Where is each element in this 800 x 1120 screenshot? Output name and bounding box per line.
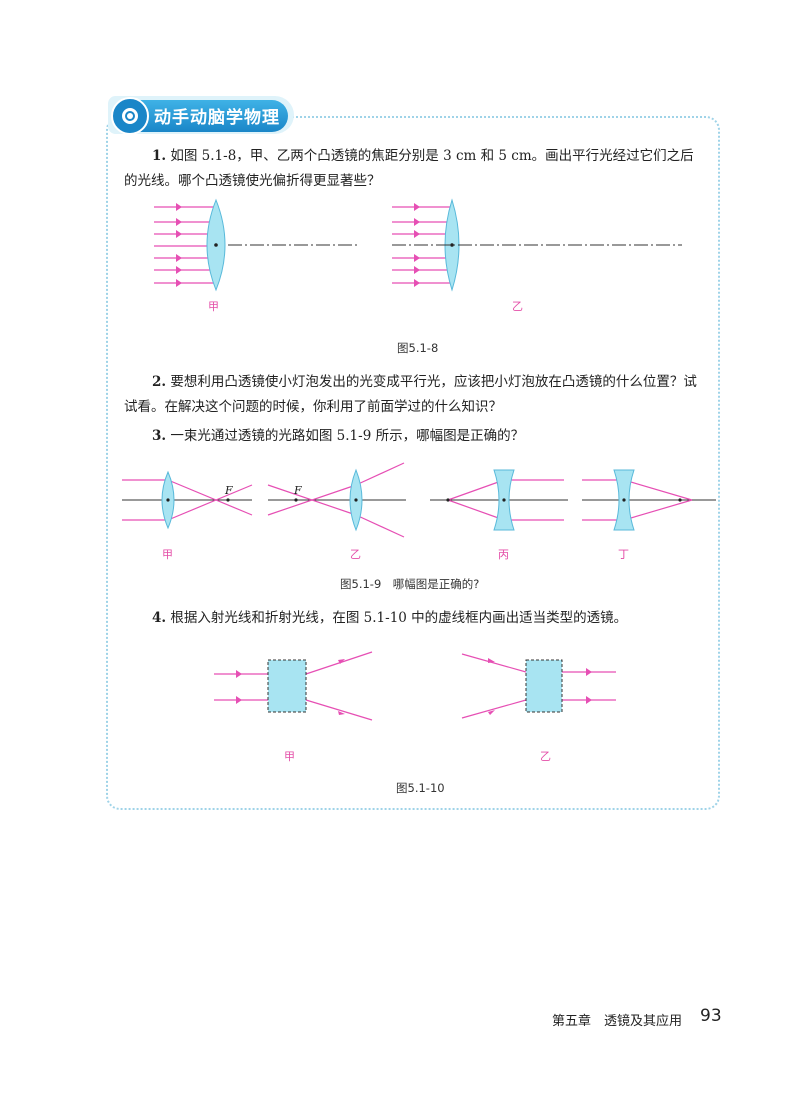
target-icon-ring: [122, 108, 138, 124]
question-3: 3. 一束光通过透镜的光路如图 5.1-9 所示，哪幅图是正确的？: [124, 424, 706, 449]
fig1-yi-center: [450, 243, 454, 247]
question-2-number: 2.: [152, 374, 167, 390]
section-panel: [106, 116, 720, 810]
question-1: 1. 如图 5.1-8，甲、乙两个凸透镜的焦距分别是 3 cm 和 5 cm。画…: [124, 144, 706, 194]
section-title: 动手动脑学物理: [154, 108, 280, 128]
fig1-jia-rays: [154, 203, 216, 287]
fig2-ding: [582, 469, 716, 531]
fig3-caption: 图5.1-10: [396, 781, 445, 795]
target-icon: [111, 97, 149, 135]
fig1-label-jia: 甲: [208, 300, 219, 313]
fig2-label-jia: 甲: [162, 548, 173, 561]
fig1-yi-rays: [392, 203, 452, 287]
fig2-caption: 图5.1-9 哪幅图是正确的?: [340, 577, 480, 591]
fig2-yi: [267, 462, 406, 538]
fig2-focus-label-jia: F: [225, 484, 233, 497]
question-3-number: 3.: [152, 428, 167, 444]
fig3-jia: [214, 651, 373, 721]
question-2-text: 要想利用凸透镜使小灯泡发出的光变成平行光，应该把小灯泡放在凸透镜的什么位置？试试…: [124, 374, 697, 415]
question-1-number: 1.: [152, 148, 167, 164]
chapter-footer: 第五章 透镜及其应用: [552, 1014, 683, 1029]
fig2-label-bing: 丙: [498, 548, 509, 561]
fig2-label-yi: 乙: [350, 548, 361, 561]
target-icon-dot: [127, 113, 133, 119]
fig1-jia-center: [214, 243, 218, 247]
fig1-label-yi: 乙: [512, 300, 523, 313]
fig2-label-ding: 丁: [618, 548, 629, 561]
question-4-text: 根据入射光线和折射光线，在图 5.1-10 中的虚线框内画出适当类型的透镜。: [170, 610, 628, 626]
fig1-caption: 图5.1-8: [397, 341, 439, 355]
question-1-text: 如图 5.1-8，甲、乙两个凸透镜的焦距分别是 3 cm 和 5 cm。画出平行…: [124, 148, 694, 189]
fig2-focus-label-yi: F: [294, 484, 302, 497]
page-number: 93: [700, 1006, 722, 1026]
question-2: 2. 要想利用凸透镜使小灯泡发出的光变成平行光，应该把小灯泡放在凸透镜的什么位置…: [124, 370, 706, 420]
question-3-text: 一束光通过透镜的光路如图 5.1-9 所示，哪幅图是正确的？: [170, 428, 525, 444]
question-4: 4. 根据入射光线和折射光线，在图 5.1-10 中的虚线框内画出适当类型的透镜…: [124, 606, 706, 631]
fig3-label-jia: 甲: [284, 750, 295, 763]
fig2-bing: [430, 469, 568, 531]
fig3-label-yi: 乙: [540, 750, 551, 763]
fig2-jia: [122, 470, 253, 530]
fig3-yi: [461, 653, 616, 719]
question-4-number: 4.: [152, 610, 167, 626]
